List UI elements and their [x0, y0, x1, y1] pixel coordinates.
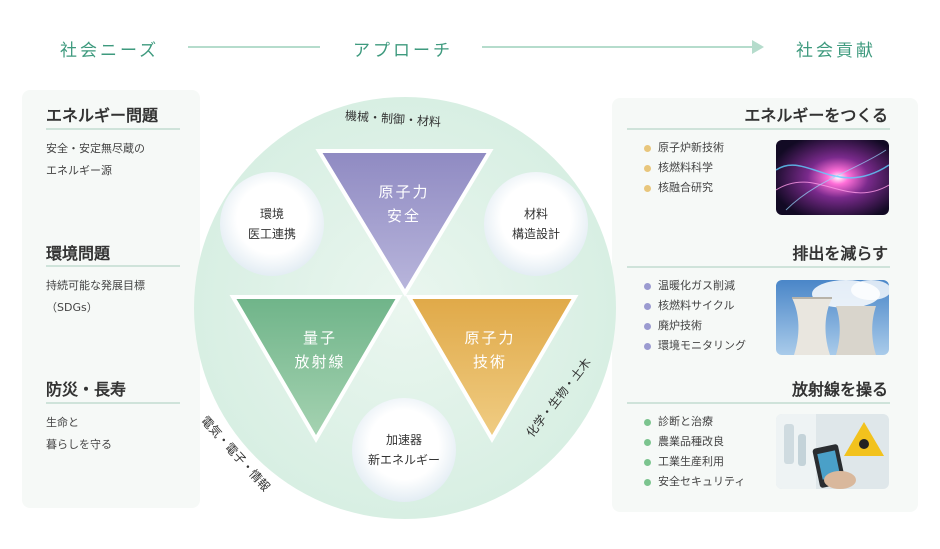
need-divider: [46, 265, 180, 267]
need-desc-disaster: 生命と 暮らしを守る: [46, 412, 196, 456]
triangle-nuclear-safety: [315, 149, 494, 297]
contribution-list-emissions: 温暖化ガス削減 核燃料サイクル 廃炉技術 環境モニタリング: [644, 276, 746, 356]
need-desc-line: エネルギー源: [46, 164, 112, 177]
need-desc-line: 生命と: [46, 416, 79, 429]
header-approach: アプローチ: [353, 41, 453, 61]
energy-plasma-image: [776, 140, 889, 215]
list-item: 核燃料科学: [644, 158, 724, 178]
contribution-list-energy: 原子炉新技術 核燃料科学 核融合研究: [644, 138, 724, 198]
triangle-nuclear-technology: [405, 295, 579, 443]
need-desc-line: 暮らしを守る: [46, 438, 112, 451]
circle-materials-design: 材料構造設計: [484, 172, 588, 276]
bullet-dot-icon: [644, 282, 651, 290]
need-title-environment: 環境問題: [46, 244, 111, 263]
bullet-dot-icon: [644, 478, 651, 486]
bullet-dot-icon: [644, 302, 651, 310]
contribution-list-radiation: 診断と治療 農業品種改良 工業生産利用 安全セキュリティ: [644, 412, 745, 492]
list-item: 核融合研究: [644, 178, 724, 198]
list-item: 核燃料サイクル: [644, 296, 746, 316]
bullet-dot-icon: [644, 184, 651, 192]
list-item: 環境モニタリング: [644, 336, 746, 356]
need-desc-line: （SDGs）: [46, 301, 98, 314]
contribution-title-energy: エネルギーをつくる: [744, 106, 888, 125]
contribution-title-emissions: 排出を減らす: [792, 244, 888, 263]
triangle-label-nuclear-technology: 原子力 技術: [464, 329, 516, 371]
need-desc-line: 持続可能な発展目標: [46, 279, 145, 292]
header-social-contribution: 社会貢献: [796, 41, 876, 61]
contribution-title-radiation: 放射線を操る: [791, 380, 888, 399]
bullet-dot-icon: [644, 438, 651, 446]
list-item: 温暖化ガス削減: [644, 276, 746, 296]
header-social-needs: 社会ニーズ: [60, 41, 160, 61]
circle-accelerator-energy: 加速器新エネルギー: [352, 398, 456, 502]
need-divider: [46, 128, 180, 130]
bullet-dot-icon: [644, 144, 651, 152]
bullet-dot-icon: [644, 458, 651, 466]
triangle-quantum-radiation: [229, 295, 403, 443]
contribution-divider: [627, 128, 890, 130]
contribution-divider: [627, 266, 890, 268]
bullet-dot-icon: [644, 322, 651, 330]
triangle-label-quantum-radiation: 量子 放射線: [294, 329, 346, 371]
radiation-device-image: [776, 414, 889, 489]
list-item: 廃炉技術: [644, 316, 746, 336]
need-desc-energy: 安全・安定無尽蔵の エネルギー源: [46, 138, 196, 182]
circle-environment-medical: 環境医工連携: [220, 172, 324, 276]
bullet-dot-icon: [644, 342, 651, 350]
triangle-label-nuclear-safety: 原子力 安全: [378, 183, 430, 225]
contribution-divider: [627, 402, 890, 404]
bullet-dot-icon: [644, 418, 651, 426]
list-item: 安全セキュリティ: [644, 472, 745, 492]
bullet-dot-icon: [644, 164, 651, 172]
approach-triangles: [229, 149, 579, 443]
cooling-tower-image: [776, 280, 889, 355]
need-desc-line: 安全・安定無尽蔵の: [46, 142, 145, 155]
arrow-right-icon: [752, 40, 764, 54]
need-title-disaster: 防災・長寿: [46, 380, 127, 399]
need-divider: [46, 402, 180, 404]
need-desc-environment: 持続可能な発展目標 （SDGs）: [46, 275, 196, 319]
list-item: 診断と治療: [644, 412, 745, 432]
header-connector-line-right: [482, 46, 757, 48]
need-title-energy: エネルギー問題: [46, 106, 159, 125]
list-item: 原子炉新技術: [644, 138, 724, 158]
header-connector-line-left: [188, 46, 320, 48]
list-item: 工業生産利用: [644, 452, 745, 472]
needs-panel: [22, 90, 200, 508]
list-item: 農業品種改良: [644, 432, 745, 452]
